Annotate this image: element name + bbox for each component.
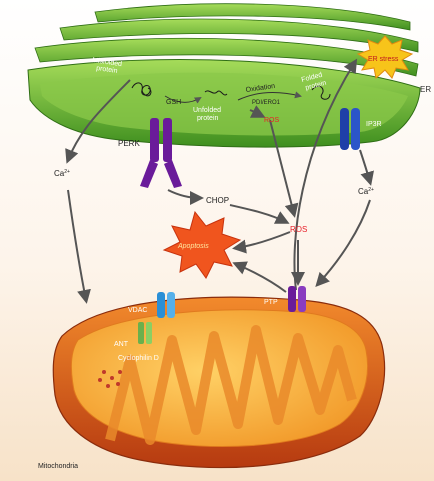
- gsh-arrow: [164, 95, 202, 104]
- er-stress-label: ER stress: [368, 56, 399, 63]
- perk-receptor: [140, 118, 182, 188]
- apoptosis-label: Apoptosis: [177, 243, 209, 250]
- ant-label: ANT: [114, 341, 129, 348]
- vdac-label: VDAC: [128, 307, 147, 314]
- cyclophilin-d-label: Cyclophilin D: [118, 355, 159, 362]
- gsh-label: GSH: [166, 99, 181, 106]
- er-label: ER: [420, 85, 431, 94]
- ros-er-label: ROS: [264, 117, 280, 124]
- mitochondria-label: Mitochondria: [38, 463, 78, 470]
- ip3r-receptor: [340, 108, 360, 150]
- unfolded-label-1: Unfolded: [193, 107, 221, 114]
- ip3r-label: IP3R: [366, 121, 382, 128]
- ptp-label: PTP: [264, 299, 278, 306]
- misfolded-protein-squiggle: [131, 82, 152, 97]
- vdac-channel: [157, 292, 175, 318]
- apoptosis-burst: [162, 210, 242, 279]
- unfolded-label-2: protein: [197, 115, 219, 122]
- ca-left-label: Ca2+: [54, 169, 70, 178]
- ptp-channel: [288, 286, 306, 312]
- pathway-arrows: [65, 58, 374, 304]
- er-stress-burst: [356, 35, 414, 79]
- ant-channel: [138, 322, 152, 344]
- misfolded-label-1: Misfolded: [92, 57, 123, 68]
- ca-right-label: Ca2+: [358, 187, 374, 196]
- chop-label: CHOP: [206, 196, 229, 205]
- oxidation-label: Oxidation: [245, 83, 275, 94]
- misfolded-label-2: protein: [96, 65, 118, 75]
- cyclophilin-d-dots: [98, 370, 122, 388]
- pdi-ero1-label: PDI/ERO1: [252, 100, 281, 106]
- mitochondria: [52, 296, 386, 469]
- folded-protein-squiggle: [311, 85, 331, 100]
- unfolded-protein-squiggle: [204, 90, 228, 96]
- perk-label: PERK: [118, 139, 140, 148]
- ros-center-label: ROS: [290, 225, 307, 234]
- oxidation-arrow: [237, 91, 302, 101]
